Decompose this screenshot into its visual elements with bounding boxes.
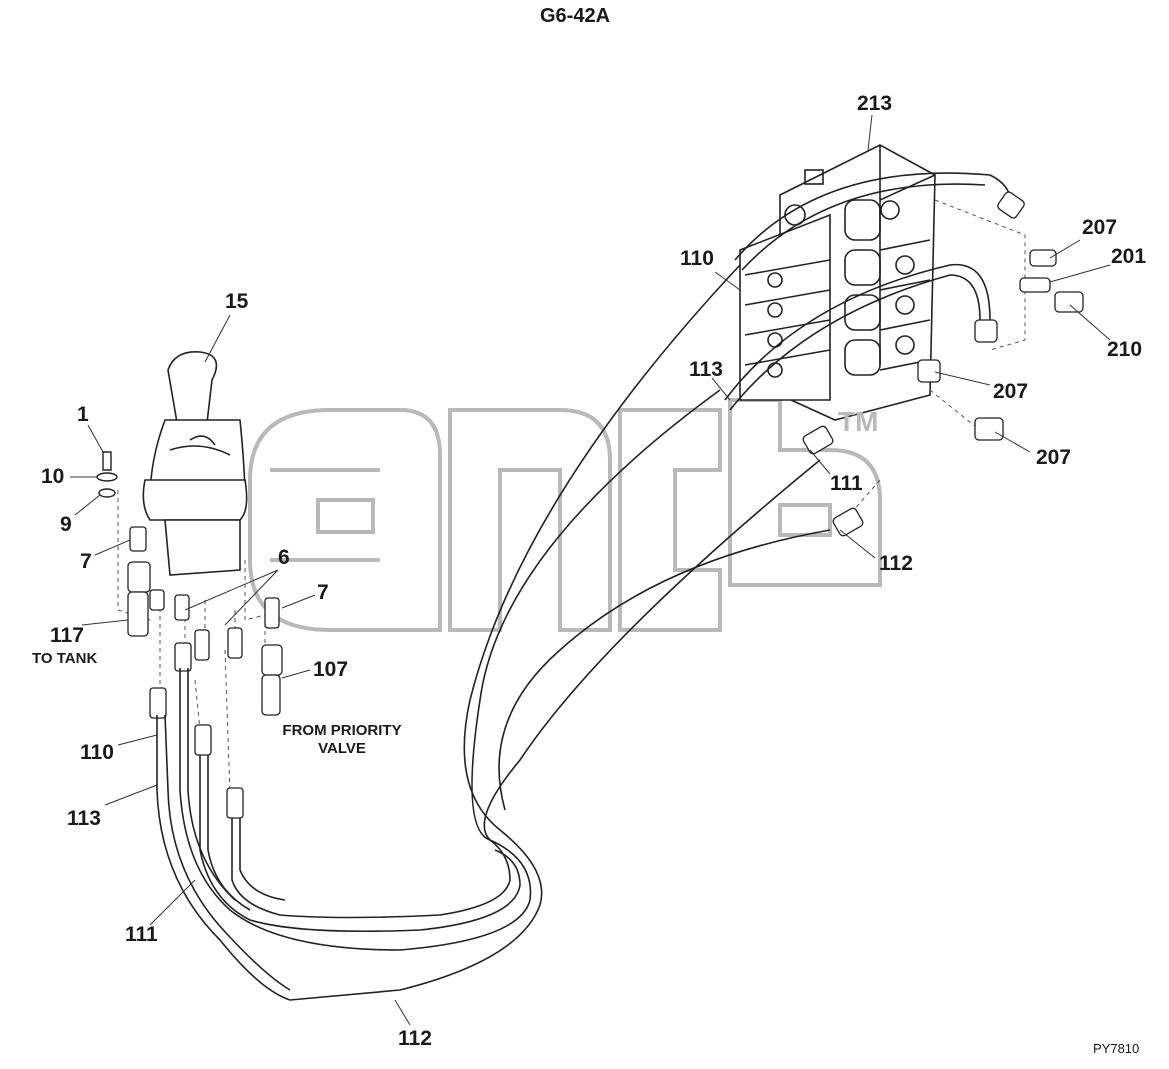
valve-elbow-fittings: [802, 191, 1084, 537]
note-from-priority-valve: FROM PRIORITY VALVE: [272, 722, 412, 758]
callout-113-upper: 113: [689, 358, 723, 381]
callout-117: 117: [50, 624, 84, 647]
callout-110-lower: 110: [80, 741, 114, 764]
callout-15: 15: [225, 290, 249, 313]
callout-201: 201: [1111, 245, 1147, 268]
drawing-title: G6-42A: [540, 5, 611, 27]
dashed-leader-lines: [117, 199, 1026, 796]
bolt-and-washers: [96, 451, 118, 498]
callout-leaders: [70, 114, 1111, 1026]
callout-6: 6: [278, 546, 290, 569]
callout-1: 1: [77, 403, 89, 426]
callout-207-middle: 207: [993, 380, 1029, 403]
watermark-trademark: TM: [838, 406, 879, 437]
note-from-priority-line2: VALVE: [318, 740, 366, 757]
callout-111-upper: 111: [830, 472, 863, 495]
hydraulic-hoses: [156, 172, 1011, 1001]
joystick-fittings: [127, 526, 283, 819]
callout-7-right: 7: [317, 581, 329, 604]
callout-113-lower: 113: [67, 807, 101, 830]
control-valve-block: [739, 144, 936, 421]
watermark-logo: [248, 398, 882, 632]
callout-110-upper: 110: [680, 247, 714, 270]
note-to-tank: TO TANK: [32, 650, 98, 667]
callout-10: 10: [41, 465, 65, 488]
callout-112-lower: 112: [398, 1027, 432, 1050]
note-from-priority-line1: FROM PRIORITY: [282, 722, 402, 739]
callout-107: 107: [313, 658, 349, 681]
drawing-code: PY7810: [1093, 1041, 1140, 1056]
callout-9: 9: [60, 513, 72, 536]
callout-111-lower: 111: [125, 923, 158, 946]
callout-112-upper: 112: [879, 552, 913, 575]
callout-207-upper: 207: [1082, 216, 1118, 239]
callout-210: 210: [1107, 338, 1143, 361]
joystick-assembly: [142, 351, 248, 576]
callout-207-lower: 207: [1036, 446, 1072, 469]
callout-213: 213: [857, 92, 893, 115]
callout-7-left: 7: [80, 550, 92, 573]
